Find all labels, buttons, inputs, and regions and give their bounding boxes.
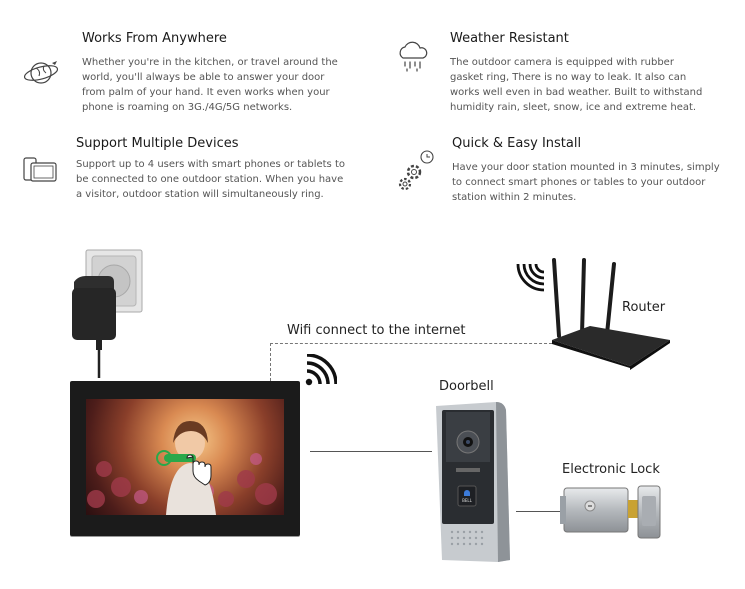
wifi-connection-line [270,343,552,344]
power-adapter [68,248,148,384]
lock-label: Electronic Lock [562,462,660,477]
feature-title: Works From Anywhere [82,31,227,46]
wifi-signal-icon [305,353,338,390]
monitor-doorbell-wire [310,451,432,452]
feature-text: Have your door station mounted in 3 minu… [452,162,720,203]
feature-weather-resistant: Weather Resistant The outdoor camera is … [450,31,740,115]
doorbell-outdoor-station: BELL [436,400,512,568]
gears-clock-icon [396,150,436,198]
answer-call-icon [155,449,215,493]
feature-title: Quick & Easy Install [452,136,582,151]
electronic-lock [560,482,664,546]
feature-works-anywhere: Works From Anywhere Whether you're in th… [82,31,382,115]
router-device [548,258,674,374]
wifi-label: Wifi connect to the internet [287,323,466,338]
globe-plane-icon [22,58,60,92]
router-signal-icon [514,262,546,296]
feature-text: The outdoor camera is equipped with rubb… [450,57,703,113]
doorbell-lock-wire [516,511,560,512]
doorbell-button-text: BELL [462,498,472,503]
feature-text: Whether you're in the kitchen, or travel… [82,57,338,113]
feature-quick-install: Quick & Easy Install Have your door stat… [452,136,742,205]
router-label: Router [622,300,666,315]
rain-cloud-icon [395,40,431,78]
wifi-connection-vertical [270,343,271,381]
feature-title: Support Multiple Devices [76,136,239,151]
feature-title: Weather Resistant [450,31,569,46]
phone-tablet-icon [22,156,58,188]
indoor-monitor [70,381,300,536]
doorbell-label: Doorbell [439,379,494,394]
feature-multiple-devices: Support Multiple Devices Support up to 4… [76,136,376,202]
feature-text: Support up to 4 users with smart phones … [76,159,345,200]
